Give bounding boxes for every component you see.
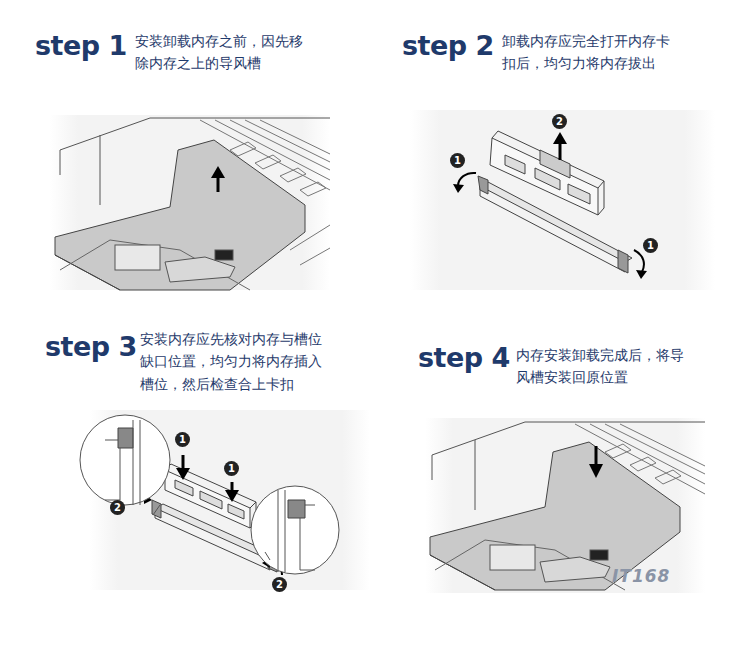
- step-description: 内存安装卸载完成后，将导 风槽安装回原位置: [516, 344, 690, 389]
- callout-number: 1: [175, 432, 190, 447]
- step-title: step 1: [35, 32, 127, 59]
- step-description: 安装内存应先核对内存与槽位 缺口位置，均匀力将内存插入 槽位，然后检查合上卡扣: [140, 328, 328, 395]
- callout-number: 2: [272, 577, 287, 592]
- step4-illustration: [425, 418, 705, 593]
- watermark: IT168: [612, 566, 670, 586]
- step1-illustration: [50, 115, 330, 290]
- step-description: 卸载内存应完全打开内存卡 扣后，均匀力将内存拔出: [502, 30, 676, 75]
- step2-illustration: [410, 110, 715, 290]
- callout-number: 1: [224, 461, 239, 476]
- callout-number: 2: [110, 500, 125, 515]
- step-title: step 3: [45, 333, 137, 360]
- callout-number: 1: [643, 238, 658, 253]
- callout-number: 2: [552, 114, 567, 129]
- step-title: step 2: [402, 32, 494, 59]
- step3-illustration: [80, 410, 370, 590]
- step-title: step 4: [418, 344, 510, 371]
- callout-number: 1: [450, 153, 465, 168]
- step-description: 安装卸载内存之前，因先移 除内存之上的导风槽: [135, 30, 309, 75]
